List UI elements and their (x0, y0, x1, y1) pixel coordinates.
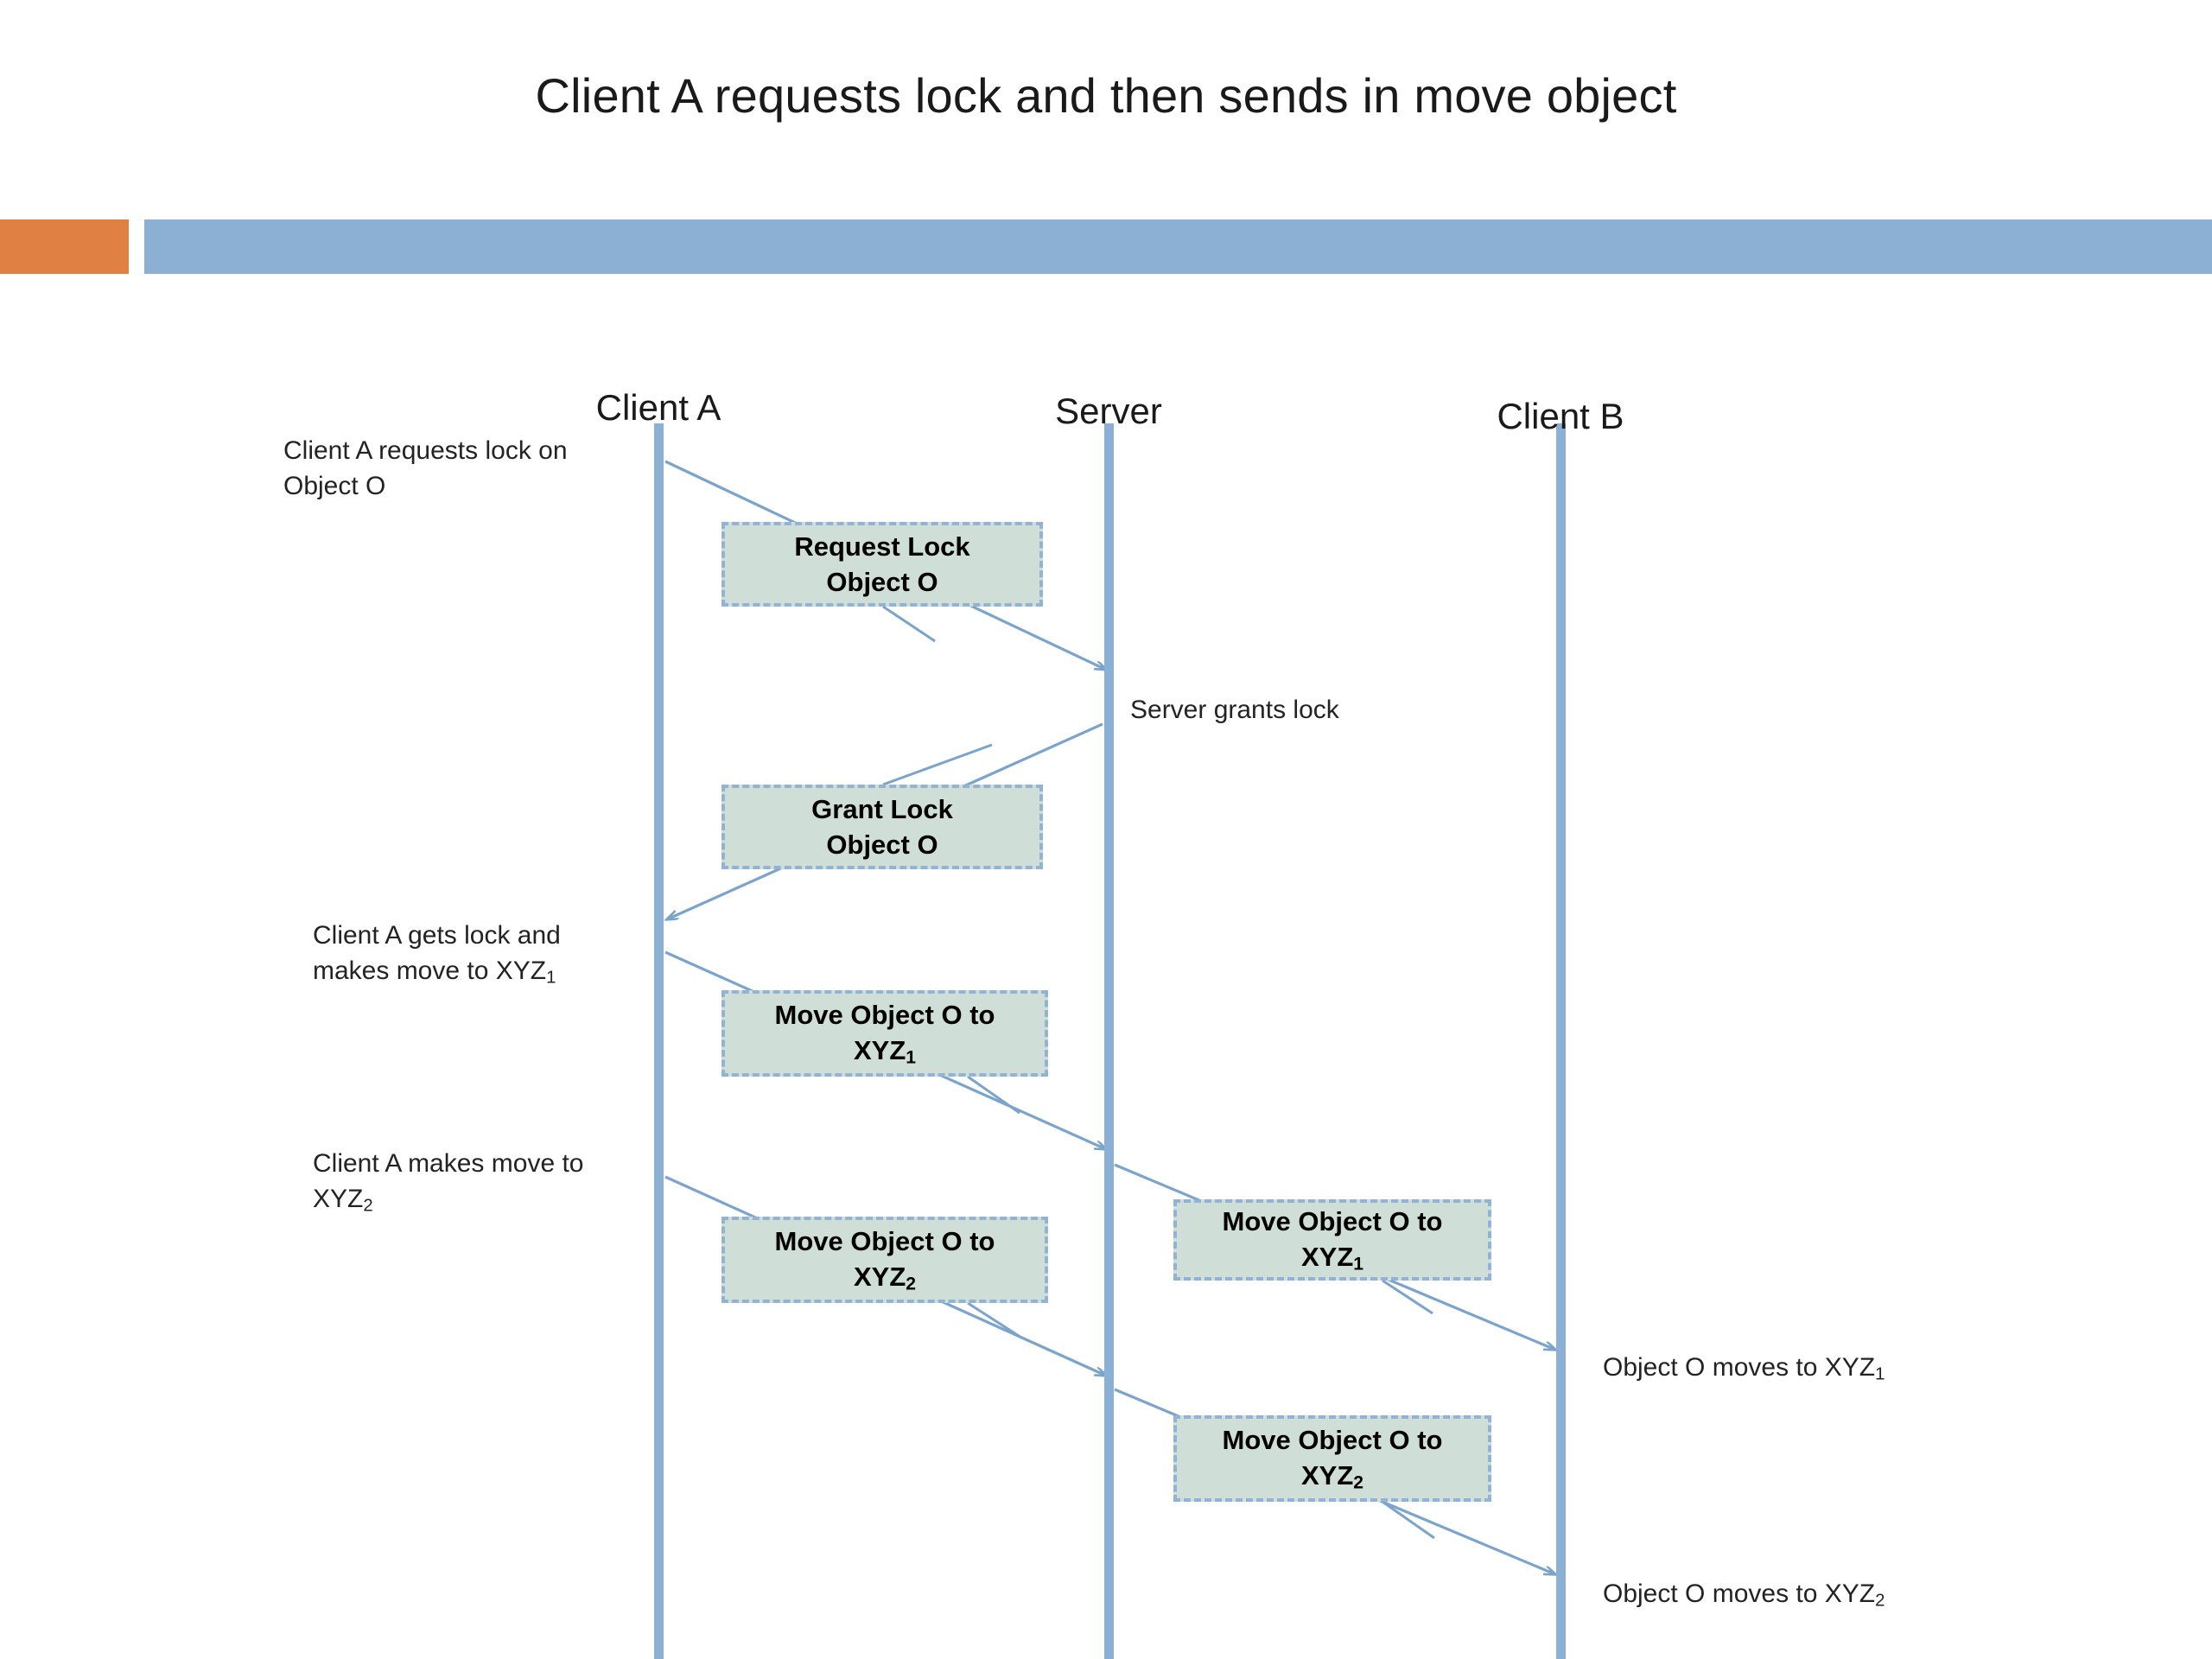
annotation-line-1: Client A makes move to (313, 1149, 584, 1178)
lifeline-client-b (1556, 423, 1566, 1659)
lifeline-header-server: Server (1055, 391, 1162, 431)
annotation-object-moves-xyz1: Object O moves to XYZ1 (1603, 1351, 1983, 1387)
annotation-line-2: makes move to XYZ1 (313, 956, 556, 988)
message-line-1: Move Object O to (774, 1225, 995, 1256)
annotation-client-a-requests-lock: Client A requests lock on Object O (283, 434, 690, 505)
message-line-2: XYZ1 (853, 1034, 917, 1068)
message-line-2: Object O (826, 567, 938, 597)
leader-line-leader-move1-a (967, 1075, 1020, 1115)
lifeline-header-client-a: Client A (595, 387, 721, 428)
annotation-line-2: Object O (283, 471, 386, 500)
annotation-client-a-gets-lock: Client A gets lock and makes move to XYZ1 (313, 918, 693, 990)
page-title: Client A requests lock and then sends in… (535, 68, 1677, 123)
message-line-2: XYZ2 (1300, 1459, 1364, 1493)
accent-bar-blue (144, 219, 2212, 274)
message-box-move-xyz1-server[interactable]: Move Object O to XYZ1 (1173, 1199, 1491, 1281)
message-box-move-xyz2-client-a[interactable]: Move Object O to XYZ2 (721, 1217, 1048, 1303)
leader-line-leader-grant-lock (882, 743, 993, 786)
message-line-1: Request Lock (794, 531, 970, 562)
message-box-move-xyz1-client-a[interactable]: Move Object O to XYZ1 (721, 990, 1048, 1077)
annotation-line-2: XYZ2 (313, 1184, 373, 1216)
message-line-1: Move Object O to (1222, 1205, 1443, 1236)
message-line-2: XYZ1 (1300, 1241, 1364, 1274)
lifeline-client-a (654, 423, 664, 1659)
leader-line-leader-move2-server (1382, 1500, 1435, 1540)
annotation-line-1: Client A requests lock on (283, 436, 568, 465)
annotation-server-grants-lock: Server grants lock (1130, 693, 1493, 728)
message-line-1: Move Object O to (774, 999, 995, 1030)
message-line-2: XYZ2 (853, 1261, 917, 1294)
leader-line-leader-move2-a (967, 1301, 1022, 1339)
annotation-client-a-makes-move-xyz2: Client A makes move to XYZ2 (313, 1147, 693, 1218)
lifeline-server (1104, 423, 1114, 1659)
message-line-2: Object O (826, 830, 938, 860)
annotation-line-1: Client A gets lock and (313, 921, 561, 950)
lifeline-header-client-b: Client B (1497, 396, 1624, 436)
leader-line-leader-request-lock (882, 605, 936, 643)
message-line-1: Move Object O to (1222, 1424, 1443, 1455)
annotation-line-1: Server grants lock (1130, 696, 1339, 724)
accent-bar-orange (0, 219, 129, 274)
leader-line-leader-move1-server (1382, 1279, 1433, 1315)
message-line-1: Grant Lock (811, 793, 953, 824)
message-box-move-xyz2-server[interactable]: Move Object O to XYZ2 (1173, 1415, 1491, 1502)
annotation-line-1: Object O moves to XYZ1 (1603, 1353, 1885, 1384)
annotation-object-moves-xyz2: Object O moves to XYZ2 (1603, 1577, 1983, 1613)
annotation-line-1: Object O moves to XYZ2 (1603, 1580, 1885, 1611)
